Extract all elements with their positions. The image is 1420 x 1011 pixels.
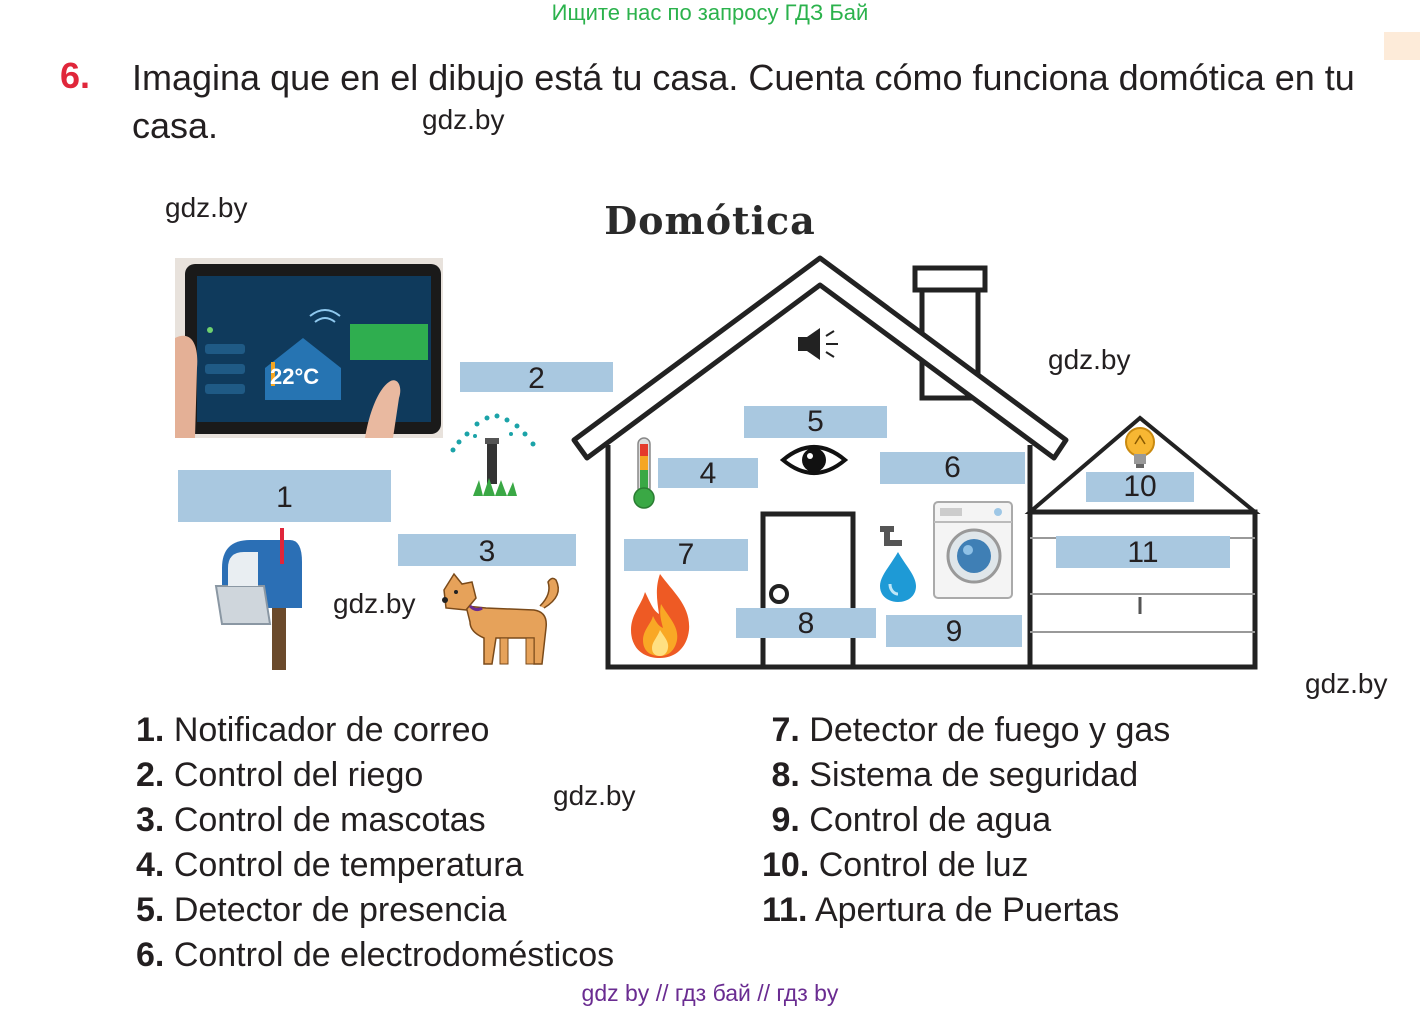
watermark: gdz.by — [422, 104, 505, 135]
label-box-9: 9 — [886, 615, 1022, 648]
label-box-3: 3 — [398, 534, 576, 568]
legend-text: Control de temperatura — [173, 846, 524, 884]
tablet-icon — [175, 258, 443, 438]
dog-icon — [442, 572, 559, 665]
legend-number: 2. — [136, 756, 165, 794]
legend-text: Control de electrodomésticos — [173, 936, 615, 974]
legend-number: 9. — [771, 801, 800, 839]
legend-right: 7. Detector de fuego y gas 8. Sistema de… — [762, 708, 1170, 933]
label-box-4: 4 — [658, 458, 758, 490]
water-drop-icon — [880, 526, 916, 602]
legend-item: 11. Apertura de Puertas — [762, 888, 1170, 933]
legend-text: Control de mascotas — [173, 801, 486, 839]
legend-number: 1. — [136, 711, 165, 749]
watermark: gdz.by — [165, 192, 248, 223]
label-box-8: 8 — [736, 608, 876, 640]
fire-icon — [631, 574, 690, 658]
diagram-title: Domótica — [604, 198, 816, 243]
legend-text: Control del riego — [173, 756, 424, 794]
watermark: gdz.by — [333, 588, 416, 619]
legend-number: 11. — [762, 891, 808, 929]
legend-item: 2. Control del riego — [136, 753, 614, 798]
legend-item: 1. Notificador de correo — [136, 708, 614, 753]
legend-number: 8. — [771, 756, 800, 794]
legend-item: 7. Detector de fuego y gas — [762, 708, 1170, 753]
legend-number: 10. — [762, 846, 810, 884]
legend-item: 8. Sistema de seguridad — [762, 753, 1170, 798]
watermark: gdz.by — [1048, 344, 1131, 375]
legend-text: Sistema de seguridad — [809, 756, 1139, 794]
speaker-icon — [798, 328, 838, 360]
legend-text: Control de luz — [818, 846, 1029, 884]
label-box-7: 7 — [624, 539, 748, 571]
footer-links: gdz by // гдз бай // гдз by — [581, 980, 839, 1006]
label-box-5: 5 — [744, 406, 887, 438]
label-box-10: 10 — [1086, 472, 1194, 502]
label-box-11: 11 — [1056, 536, 1230, 569]
legend-number: 3. — [136, 801, 165, 839]
sprinkler-icon — [450, 413, 536, 496]
watermark: gdz.by — [1305, 668, 1388, 699]
eye-icon — [780, 445, 848, 475]
tablet-temperature: 22°C — [270, 364, 320, 389]
legend-text: Notificador de correo — [173, 711, 490, 749]
thermometer-icon — [633, 437, 655, 509]
exercise-text: Imagina que en el dibujo está tu casa. C… — [132, 57, 1355, 146]
legend-item: 9. Control de agua — [762, 798, 1170, 843]
legend-number: 5. — [136, 891, 165, 929]
legend-text: Detector de fuego y gas — [809, 711, 1171, 749]
label-box-6: 6 — [880, 452, 1025, 484]
legend-item: 5. Detector de presencia — [136, 888, 614, 933]
washing-machine-icon — [933, 501, 1013, 599]
legend-number: 6. — [136, 936, 165, 974]
legend-text: Apertura de Puertas — [814, 891, 1120, 929]
top-banner: Ищите нас по запросу ГДЗ Бай — [551, 0, 869, 25]
light-bulb-icon — [1125, 427, 1155, 468]
page-corner — [1384, 32, 1420, 60]
legend-item: 6. Control de electrodomésticos — [136, 933, 614, 978]
mailbox-icon — [214, 528, 302, 670]
legend-text: Control de agua — [809, 801, 1052, 839]
watermark: gdz.by — [553, 780, 636, 811]
legend-number: 4. — [136, 846, 165, 884]
legend-item: 3. Control de mascotas — [136, 798, 614, 843]
legend-item: 10. Control de luz — [762, 843, 1170, 888]
label-box-1: 1 — [178, 470, 391, 522]
legend-text: Detector de presencia — [173, 891, 507, 929]
label-box-2: 2 — [460, 362, 613, 395]
legend-number: 7. — [771, 711, 800, 749]
legend-item: 4. Control de temperatura — [136, 843, 614, 888]
legend-left: 1. Notificador de correo 2. Control del … — [136, 708, 614, 978]
exercise-number: 6. — [60, 55, 91, 96]
